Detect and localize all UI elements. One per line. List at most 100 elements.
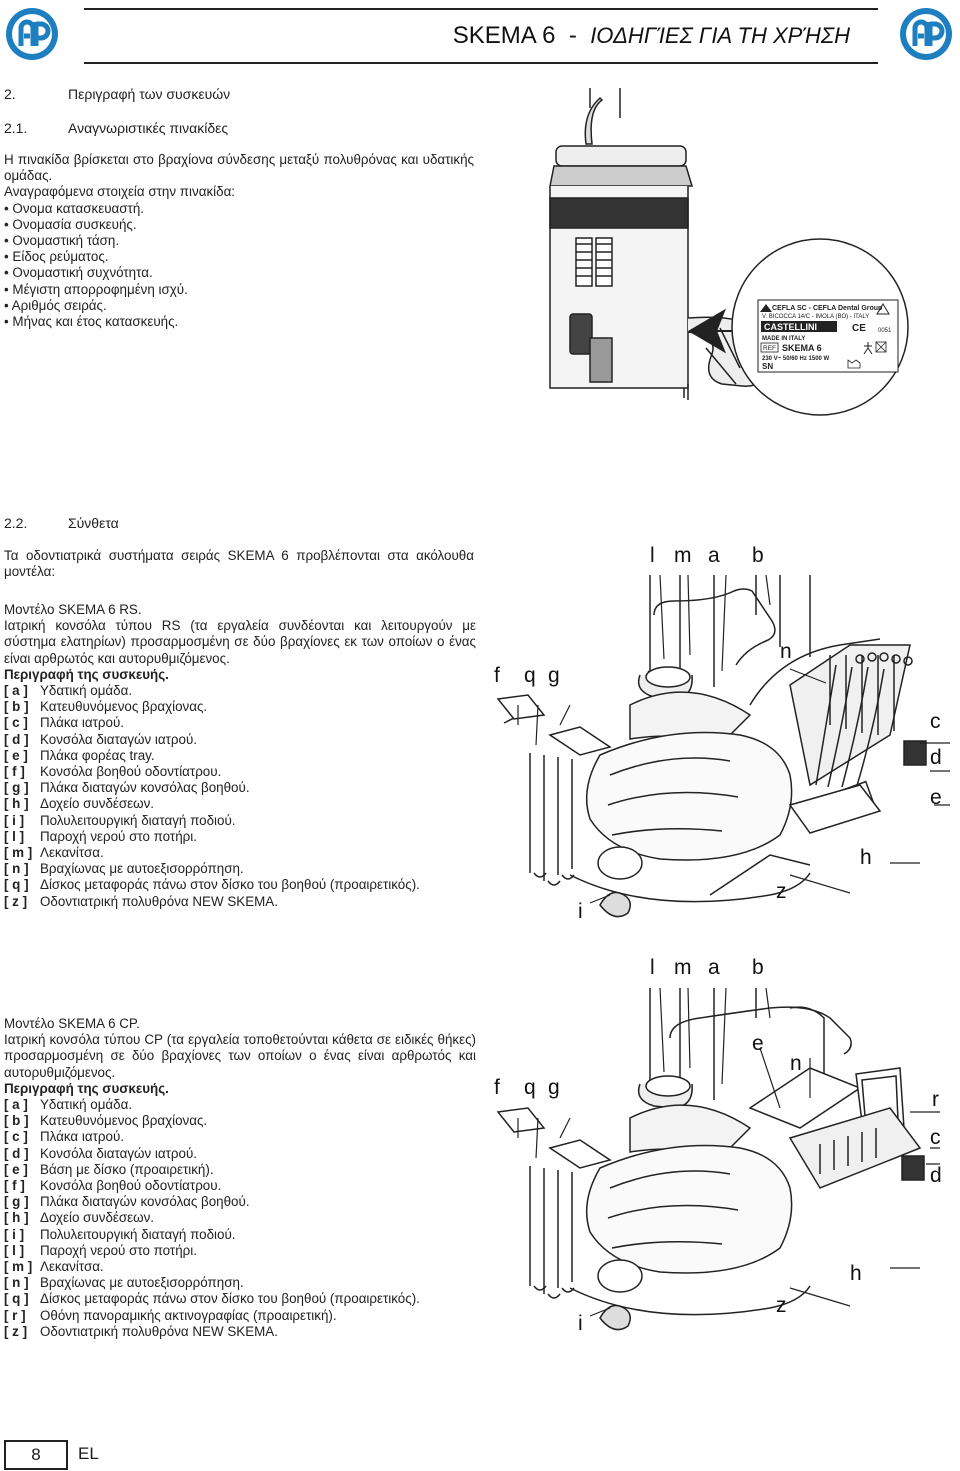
nameplate-made: MADE IN ITALY — [762, 336, 805, 342]
model-rs-title: Μοντέλο SKEMA 6 RS. — [4, 602, 142, 617]
list-item: [ e ]Βάση με δίσκο (προαιρετική). — [4, 1161, 214, 1177]
list-item: [ n ]Βραχίωνας με αυτοεξισορρόπηση. — [4, 861, 244, 877]
cp-label-f: f — [494, 1076, 500, 1099]
model-cp-desc: Ιατρική κονσόλα τύπου CP (τα εργαλεία το… — [4, 1032, 476, 1080]
model-rs-desc: Ιατρική κονσόλα τύπου RS (τα εργαλεία συ… — [4, 618, 476, 666]
list-item: [ z ]Οδοντιατρική πολυθρόνα NEW SKEMA. — [4, 1323, 278, 1339]
model-cp-desc-title: Περιγραφή της συσκευής. — [4, 1080, 169, 1096]
list-item: [ c ]Πλάκα ιατρού. — [4, 1129, 125, 1145]
list-item: [ m ]Λεκανίτσα. — [4, 1259, 104, 1275]
list-item: [ h ]Δοχείο συνδέσεων. — [4, 1210, 154, 1226]
list-item: [ r ]Οθόνη πανοραμικής ακτινογραφίας (πρ… — [4, 1307, 337, 1323]
model-cp-title: Μοντέλο SKEMA 6 CP. — [4, 1016, 140, 1031]
list-item: Ονομαστική συχνότητα. — [4, 265, 474, 281]
model-cp-description: Μοντέλο SKEMA 6 CP. Ιατρική κονσόλα τύπο… — [4, 1016, 484, 1340]
list-item: Ονομα κατασκευαστή. — [4, 201, 474, 217]
skema-rs-drawing — [496, 575, 960, 918]
list-item: [ a ]Υδατική ομάδα. — [4, 683, 133, 699]
list-item: [ z ]Οδοντιατρική πολυθρόνα NEW SKEMA. — [4, 893, 278, 909]
section-heading-2: 2.Περιγραφή των συσκευών — [4, 86, 231, 102]
rs-label-h: h — [860, 846, 872, 869]
list-item: [ h ]Δοχείο συνδέσεων. — [4, 796, 154, 812]
list-item: [ l ]Παροχή νερού στο ποτήρι. — [4, 1242, 197, 1258]
cp-label-a: a — [708, 956, 720, 979]
rs-label-m: m — [674, 544, 692, 567]
section-heading-2-2: 2.2.Σύνθετα — [4, 515, 119, 531]
list-item: [ b ]Κατευθυνόμενος βραχίονας. — [4, 1113, 208, 1129]
rs-label-a: a — [708, 544, 720, 567]
identification-plate: CEFLA SC - CEFLA Dental Group V. BICOCCA… — [731, 238, 909, 416]
nameplate-line1: CEFLA SC - CEFLA Dental Group — [772, 305, 882, 312]
models-intro: Τα οδοντιατρικά συστήματα σειράς SKEMA 6… — [4, 548, 474, 580]
rs-label-z: z — [776, 880, 787, 903]
cp-label-z: z — [776, 1294, 787, 1317]
list-item: Αριθμός σειράς. — [4, 298, 474, 314]
model-rs-description: Μοντέλο SKEMA 6 RS. Ιατρική κονσόλα τύπο… — [4, 602, 484, 910]
list-item: [ a ]Υδατική ομάδα. — [4, 1097, 133, 1113]
nameplate-ref-label: REF — [763, 345, 776, 352]
cp-label-q: q — [524, 1076, 536, 1099]
list-item: [ i ]Πολυλειτουργική διαταγή ποδιού. — [4, 1226, 236, 1242]
list-item: [ c ]Πλάκα ιατρού. — [4, 715, 125, 731]
list-item: [ q ]Δίσκος μεταφοράς πάνω στον δίσκο το… — [4, 1291, 420, 1307]
model-rs-desc-title: Περιγραφή της συσκευής. — [4, 666, 169, 682]
weee-bin-icon — [875, 341, 887, 353]
list-item: [ i ]Πολυλειτουργική διαταγή ποδιού. — [4, 812, 236, 828]
list-item: [ e ]Πλάκα φορέας tray. — [4, 747, 155, 763]
cp-label-d: d — [930, 1164, 942, 1187]
nameplate-power: 230 V~ 50/60 Hz 1500 W — [762, 356, 830, 362]
list-item: Ονομαστική τάση. — [4, 233, 474, 249]
cp-label-i: i — [578, 1312, 583, 1335]
header-bar — [84, 8, 878, 64]
list-item: [ b ]Κατευθυνόμενος βραχίονας. — [4, 699, 208, 715]
list-item: Ονομασία συσκευής. — [4, 217, 474, 233]
section-heading-2-1: 2.1.Αναγνωριστικές πινακίδες — [4, 120, 229, 136]
cp-label-g: g — [548, 1076, 560, 1099]
nameplate-intro: Η πινακίδα βρίσκεται στο βραχίονα σύνδεσ… — [4, 152, 474, 184]
cp-label-h: h — [850, 1262, 862, 1285]
rs-label-b: b — [752, 544, 764, 567]
brand-logo-right-icon — [900, 8, 952, 60]
list-item: Μέγιστη απορροφημένη ισχύ. — [4, 282, 474, 298]
rs-label-d: d — [930, 746, 942, 769]
rs-label-f: f — [494, 664, 500, 687]
brand-logo-left-icon — [6, 8, 58, 60]
list-item: [ f ]Κονσόλα βοηθού οδοντίατρου. — [4, 764, 222, 780]
water-unit-drawing — [549, 88, 778, 400]
ce-mark: CE — [852, 323, 866, 334]
nameplate-data-list: Ονομα κατασκευαστή. Ονομασία συσκευής. Ο… — [4, 201, 474, 331]
nameplate-brand: CASTELLINI — [764, 322, 817, 332]
rs-label-n: n — [780, 640, 792, 663]
rs-label-l: l — [650, 544, 655, 567]
nameplate-description: Η πινακίδα βρίσκεται στο βραχίονα σύνδεσ… — [4, 152, 474, 330]
cp-label-n: n — [790, 1052, 802, 1075]
cp-label-e: e — [752, 1032, 764, 1055]
list-item: Είδος ρεύματος. — [4, 249, 474, 265]
list-item: [ m ]Λεκανίτσα. — [4, 845, 104, 861]
list-item: [ n ]Βραχίωνας με αυτοεξισορρόπηση. — [4, 1275, 244, 1291]
rs-label-i: i — [578, 900, 583, 923]
list-item: [ d ]Κονσόλα διαταγών ιατρού. — [4, 731, 198, 747]
list-item: [ f ]Κονσόλα βοηθού οδοντίατρου. — [4, 1178, 222, 1194]
cp-label-c: c — [930, 1126, 941, 1149]
rs-label-q: q — [524, 664, 536, 687]
manufacturer-date-icon — [847, 359, 861, 369]
cp-label-r: r — [932, 1088, 939, 1111]
rs-label-c: c — [930, 710, 941, 733]
cp-label-b: b — [752, 956, 764, 979]
list-item: [ q ]Δίσκος μεταφοράς πάνω στον δίσκο το… — [4, 877, 420, 893]
rs-label-g: g — [548, 664, 560, 687]
applied-part-icon — [863, 342, 873, 355]
list-item: [ g ]Πλάκα διαταγών κονσόλας βοηθού. — [4, 780, 250, 796]
nameplate-sn: SN — [762, 362, 773, 371]
rs-label-e: e — [930, 786, 942, 809]
list-item: [ g ]Πλάκα διαταγών κονσόλας βοηθού. — [4, 1194, 250, 1210]
nameplate-list-title: Αναγραφόμενα στοιχεία στην πινακίδα: — [4, 184, 236, 200]
cp-label-l: l — [650, 956, 655, 979]
list-item: [ l ]Παροχή νερού στο ποτήρι. — [4, 828, 197, 844]
nameplate-model: SKEMA 6 — [782, 343, 822, 353]
list-item: Μήνας και έτος κατασκευής. — [4, 314, 474, 330]
language-code: EL — [78, 1444, 99, 1463]
nameplate-ce-code: 0051 — [878, 328, 892, 334]
nameplate-line2: V. BICOCCA 14/C - IMOLA (BO) - ITALY — [762, 314, 869, 320]
